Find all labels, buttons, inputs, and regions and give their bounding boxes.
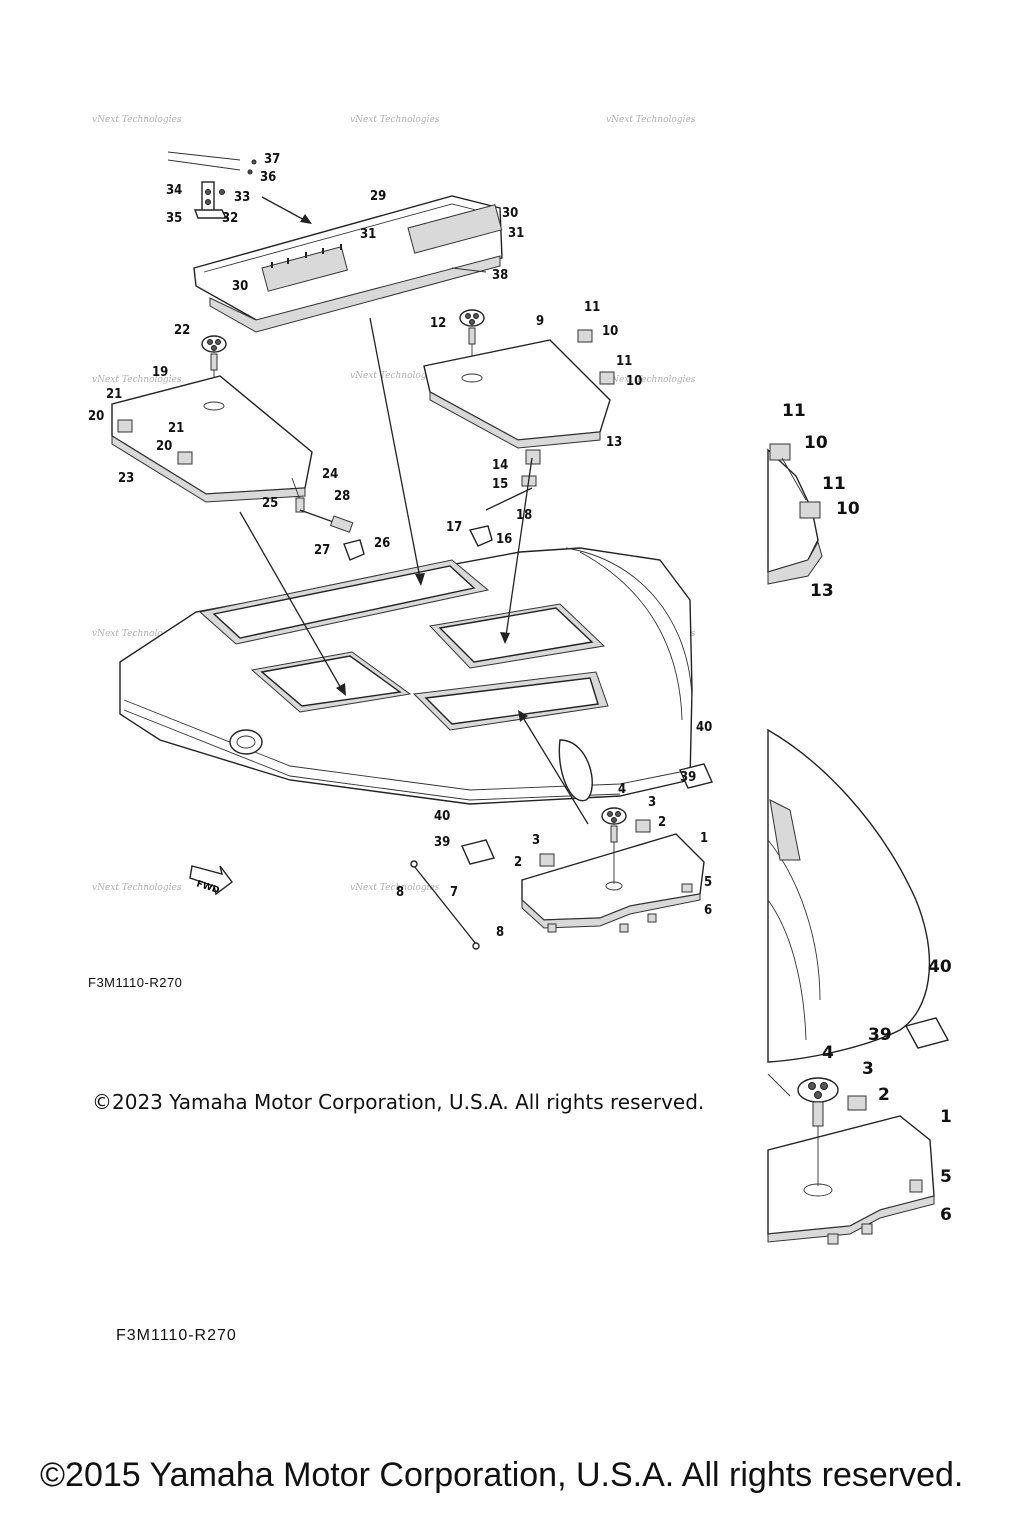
callout-label: 31: [360, 227, 376, 242]
callout-label: 30: [232, 279, 248, 294]
watermark: vNext Technologies: [606, 115, 696, 125]
callout-label: 15: [492, 477, 508, 492]
callout-label: 12: [430, 316, 446, 331]
callout-label: 10: [804, 433, 828, 453]
copyright-notice: ©2015 Yamaha Motor Corporation, U.S.A. A…: [40, 1456, 964, 1494]
right-hatch-assembly: [423, 309, 615, 547]
callout-label: 25: [262, 496, 278, 511]
watermark: vNext Technologies: [606, 375, 696, 385]
callout-label: 18: [516, 508, 532, 523]
callout-label: 11: [822, 474, 846, 494]
callout-label: 4: [822, 1043, 834, 1063]
callout-label: 11: [782, 401, 806, 421]
callout-label: 20: [88, 409, 104, 424]
callout-label: 40: [928, 957, 952, 977]
rear-cover-assembly: [167, 151, 503, 333]
callout-label: 29: [370, 189, 386, 204]
watermark: vNext Technologies: [92, 629, 182, 639]
callout-label: 37: [264, 152, 280, 167]
callout-label: 10: [602, 324, 618, 339]
callout-label: 36: [260, 170, 276, 185]
callout-label: 13: [606, 435, 622, 450]
watermark: vNext Technologies: [92, 375, 182, 385]
leader-arrows: [239, 317, 589, 825]
callout-label: 19: [152, 365, 168, 380]
handle-bracket: [201, 181, 215, 213]
callout-label: 40: [696, 720, 712, 735]
watermark: vNext Technologies: [350, 115, 440, 125]
callout-label: 8: [396, 885, 404, 900]
left-hatch-assembly: [111, 335, 365, 561]
callout-label: 38: [492, 268, 508, 283]
callout-label: 27: [314, 543, 330, 558]
callout-label: 8: [496, 925, 504, 940]
detail-hinge-view: 11 10 11 10 13: [767, 401, 860, 601]
callout-label: 26: [374, 536, 390, 551]
callout-label: 39: [868, 1025, 892, 1045]
callout-label: 39: [680, 770, 696, 785]
callout-label: 22: [174, 323, 190, 338]
callout-label: 40: [434, 809, 450, 824]
callout-label: 35: [166, 211, 182, 226]
callout-label: 1: [700, 831, 708, 846]
detail-front-hatch-view: 40 39 4 3 2 1 5 6: [767, 728, 952, 1245]
callout-label: 11: [616, 354, 632, 369]
callout-label: 33: [234, 190, 250, 205]
callout-label: 10: [626, 374, 642, 389]
callout-label: 21: [168, 421, 184, 436]
callout-label: 3: [862, 1059, 874, 1079]
callout-label: 1: [940, 1107, 952, 1127]
callout-label: 11: [584, 300, 600, 315]
watermark: vNext Technologies: [92, 115, 182, 125]
callout-label: 10: [836, 499, 860, 519]
callout-label: 17: [446, 520, 462, 535]
deck-body: [119, 547, 693, 805]
callout-label: 3: [648, 795, 656, 810]
watermark: vNext Technologies: [92, 883, 182, 893]
callout-label: 32: [222, 211, 238, 226]
callout-label: 4: [618, 782, 626, 797]
callout-label: 2: [878, 1085, 890, 1105]
callout-label: 5: [940, 1167, 952, 1187]
callout-label: 14: [492, 458, 508, 473]
callout-label: 9: [536, 314, 544, 329]
callout-label: 5: [704, 875, 712, 890]
callout-label: 16: [496, 532, 512, 547]
callout-label: 20: [156, 439, 172, 454]
callout-label: 13: [810, 581, 834, 601]
callout-label: 2: [514, 855, 522, 870]
watermark: vNext Technologies: [350, 883, 440, 893]
callout-label: 2: [658, 815, 666, 830]
callout-label: 31: [508, 226, 524, 241]
callout-label: 39: [434, 835, 450, 850]
watermark: vNext Technologies: [350, 371, 440, 381]
figure-code: F3M1110-R270: [116, 1327, 237, 1344]
callout-label: 7: [450, 885, 458, 900]
callout-label: 6: [940, 1205, 952, 1225]
callout-label: 23: [118, 471, 134, 486]
callout-label: 3: [532, 833, 540, 848]
callout-label: 28: [334, 489, 350, 504]
callout-label: 24: [322, 467, 338, 482]
callout-label: 21: [106, 387, 122, 402]
callout-label: 30: [502, 206, 518, 221]
front-hatch-assembly: [189, 763, 713, 950]
figure-code: F3M1110-R270: [88, 975, 183, 990]
copyright-notice: ©2023 Yamaha Motor Corporation, U.S.A. A…: [92, 1090, 705, 1114]
callouts-main: 37 36 34 33 35 32 29 30 31 31 38 30 11 9…: [88, 152, 712, 940]
callout-label: 34: [166, 183, 182, 198]
callout-label: 6: [704, 903, 712, 918]
